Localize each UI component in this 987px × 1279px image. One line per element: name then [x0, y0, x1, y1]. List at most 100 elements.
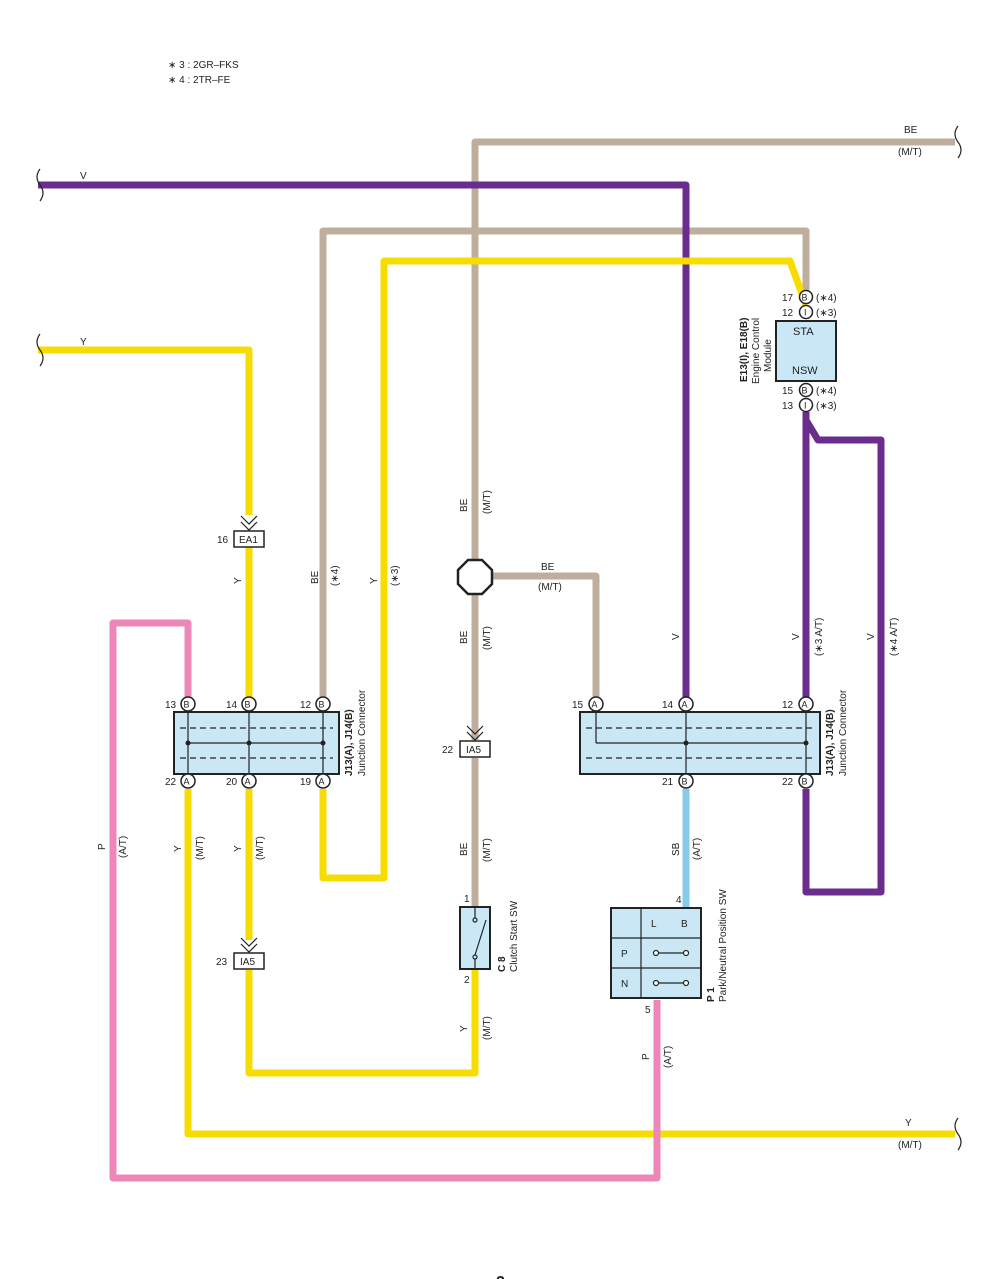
connector-ia5-be: IA5 22 [442, 725, 491, 758]
label-y-clutch-note: (M/T) [482, 1016, 493, 1040]
jc-right-pin-12: A 12 [782, 696, 814, 712]
jc-right-pin-21: B 21 [662, 773, 694, 789]
park-neutral-switch: L B P N 4 5 P 1 Park/Neutral Position SW [610, 889, 729, 1016]
connector-ea1-label: EA1 [239, 535, 258, 546]
svg-text:17: 17 [782, 293, 794, 304]
label-v-right: V [866, 633, 877, 640]
label-y-3: Y [369, 577, 380, 584]
connector-ia5-y-label: IA5 [240, 957, 255, 968]
svg-text:22: 22 [165, 777, 177, 788]
connector-ia5-be-pin: 22 [442, 745, 454, 756]
svg-text:15: 15 [782, 386, 794, 397]
clutch-name: C 8 [497, 956, 508, 972]
label-be-mt-lower: BE [459, 842, 470, 856]
clutch-pin-2: 2 [464, 975, 470, 986]
label-top-be: BE [904, 125, 918, 136]
label-top-v: V [80, 171, 87, 182]
svg-text:12: 12 [782, 308, 794, 319]
ecm-terminal-sta: STA [793, 326, 814, 338]
break-mark-be-top [954, 125, 962, 159]
label-p-pn: P [641, 1053, 652, 1060]
label-be-4: BE [310, 570, 321, 584]
svg-text:A: A [802, 700, 808, 710]
svg-text:22: 22 [782, 777, 794, 788]
svg-text:A: A [245, 777, 251, 787]
label-bottom-y-mt: (M/T) [898, 1140, 922, 1151]
svg-text:B: B [184, 700, 190, 710]
svg-text:B: B [319, 700, 325, 710]
jc-left-pin-14: B 14 [226, 696, 257, 712]
ecm-name: E13(I), E18(B) [739, 318, 750, 382]
junction-connector-right: J13(A), J14(B) Junction Connector A 15 A… [572, 689, 849, 789]
jc-left-pin-13: B 13 [165, 696, 196, 712]
label-be-branch: BE [541, 562, 555, 573]
ecm-terminal-nsw: NSW [792, 365, 818, 377]
ecm-pin-17: B 17 (∗4) [782, 289, 837, 305]
ecm-box [775, 320, 837, 382]
pn-col-b: B [681, 919, 688, 930]
svg-text:(∗3): (∗3) [816, 401, 837, 412]
svg-text:(∗4): (∗4) [816, 386, 837, 397]
page-number: 2 [496, 1274, 505, 1279]
svg-text:15: 15 [572, 700, 584, 711]
connector-ea1-pin: 16 [217, 535, 229, 546]
label-v-12-note: (∗3 A/T) [814, 618, 825, 656]
jc-right-desc: Junction Connector [838, 689, 849, 776]
pn-name: P 1 [706, 987, 717, 1002]
svg-text:A: A [682, 700, 688, 710]
jc-right-pin-22: B 22 [782, 773, 814, 789]
label-y-3-note: (∗3) [390, 565, 401, 586]
label-be-mt-upper-note: (M/T) [482, 490, 493, 514]
wire-y-ecm [319, 257, 810, 882]
legend-item-3: ∗ 3 : 2GR–FKS [168, 60, 239, 71]
connector-ea1: EA1 16 [217, 515, 265, 548]
svg-text:(∗4): (∗4) [816, 293, 837, 304]
wire-be-branch [492, 572, 600, 697]
svg-text:21: 21 [662, 777, 674, 788]
label-sb-at: SB [671, 842, 682, 856]
svg-text:A: A [592, 700, 598, 710]
pn-row-n: N [621, 979, 628, 990]
label-be-branch-note: (M/T) [538, 582, 562, 593]
svg-text:A: A [184, 777, 190, 787]
label-y-mt1-note: (M/T) [195, 836, 206, 860]
break-mark-v-top [36, 168, 44, 202]
wire-v-loop [802, 418, 885, 896]
label-y-clutch: Y [459, 1025, 470, 1032]
label-y-mt2: Y [233, 845, 244, 852]
svg-text:B: B [682, 777, 688, 787]
pn-col-l: L [651, 919, 657, 930]
label-y-mt1: Y [173, 845, 184, 852]
svg-text:B: B [802, 293, 808, 303]
svg-text:13: 13 [782, 401, 794, 412]
svg-text:13: 13 [165, 700, 177, 711]
jc-left-desc: Junction Connector [357, 689, 368, 776]
label-be-mt-upper: BE [459, 498, 470, 512]
jc-right-name: J13(A), J14(B) [825, 709, 836, 776]
jc-right-pin-15: A 15 [572, 696, 604, 712]
ecm-desc-2: Module [763, 339, 774, 372]
svg-text:19: 19 [300, 777, 312, 788]
jc-left-pin-19: A 19 [300, 773, 331, 789]
label-be-mt-mid: BE [459, 630, 470, 644]
svg-text:A: A [319, 777, 325, 787]
svg-text:B: B [802, 777, 808, 787]
connector-ia5-be-label: IA5 [466, 745, 481, 756]
label-y-mt2-note: (M/T) [255, 836, 266, 860]
jc-left-pin-12: B 12 [300, 696, 331, 712]
label-be-mt-mid-note: (M/T) [482, 626, 493, 650]
label-bottom-y: Y [905, 1118, 912, 1129]
splice-point [456, 558, 494, 596]
wire-be-ecm [319, 227, 810, 697]
jc-left-name: J13(A), J14(B) [344, 709, 355, 776]
label-y-ea1: Y [233, 577, 244, 584]
svg-text:B: B [802, 386, 808, 396]
wire-v-top [38, 181, 690, 697]
jc-right-pin-14: A 14 [662, 696, 694, 712]
label-p-at: P [97, 843, 108, 850]
label-v-14: V [671, 633, 682, 640]
wire-be-top [471, 138, 955, 560]
clutch-pin-1: 1 [464, 894, 470, 905]
legend-item-4: ∗ 4 : 2TR–FE [168, 75, 231, 86]
connector-ia5-y: IA5 23 [216, 937, 265, 970]
